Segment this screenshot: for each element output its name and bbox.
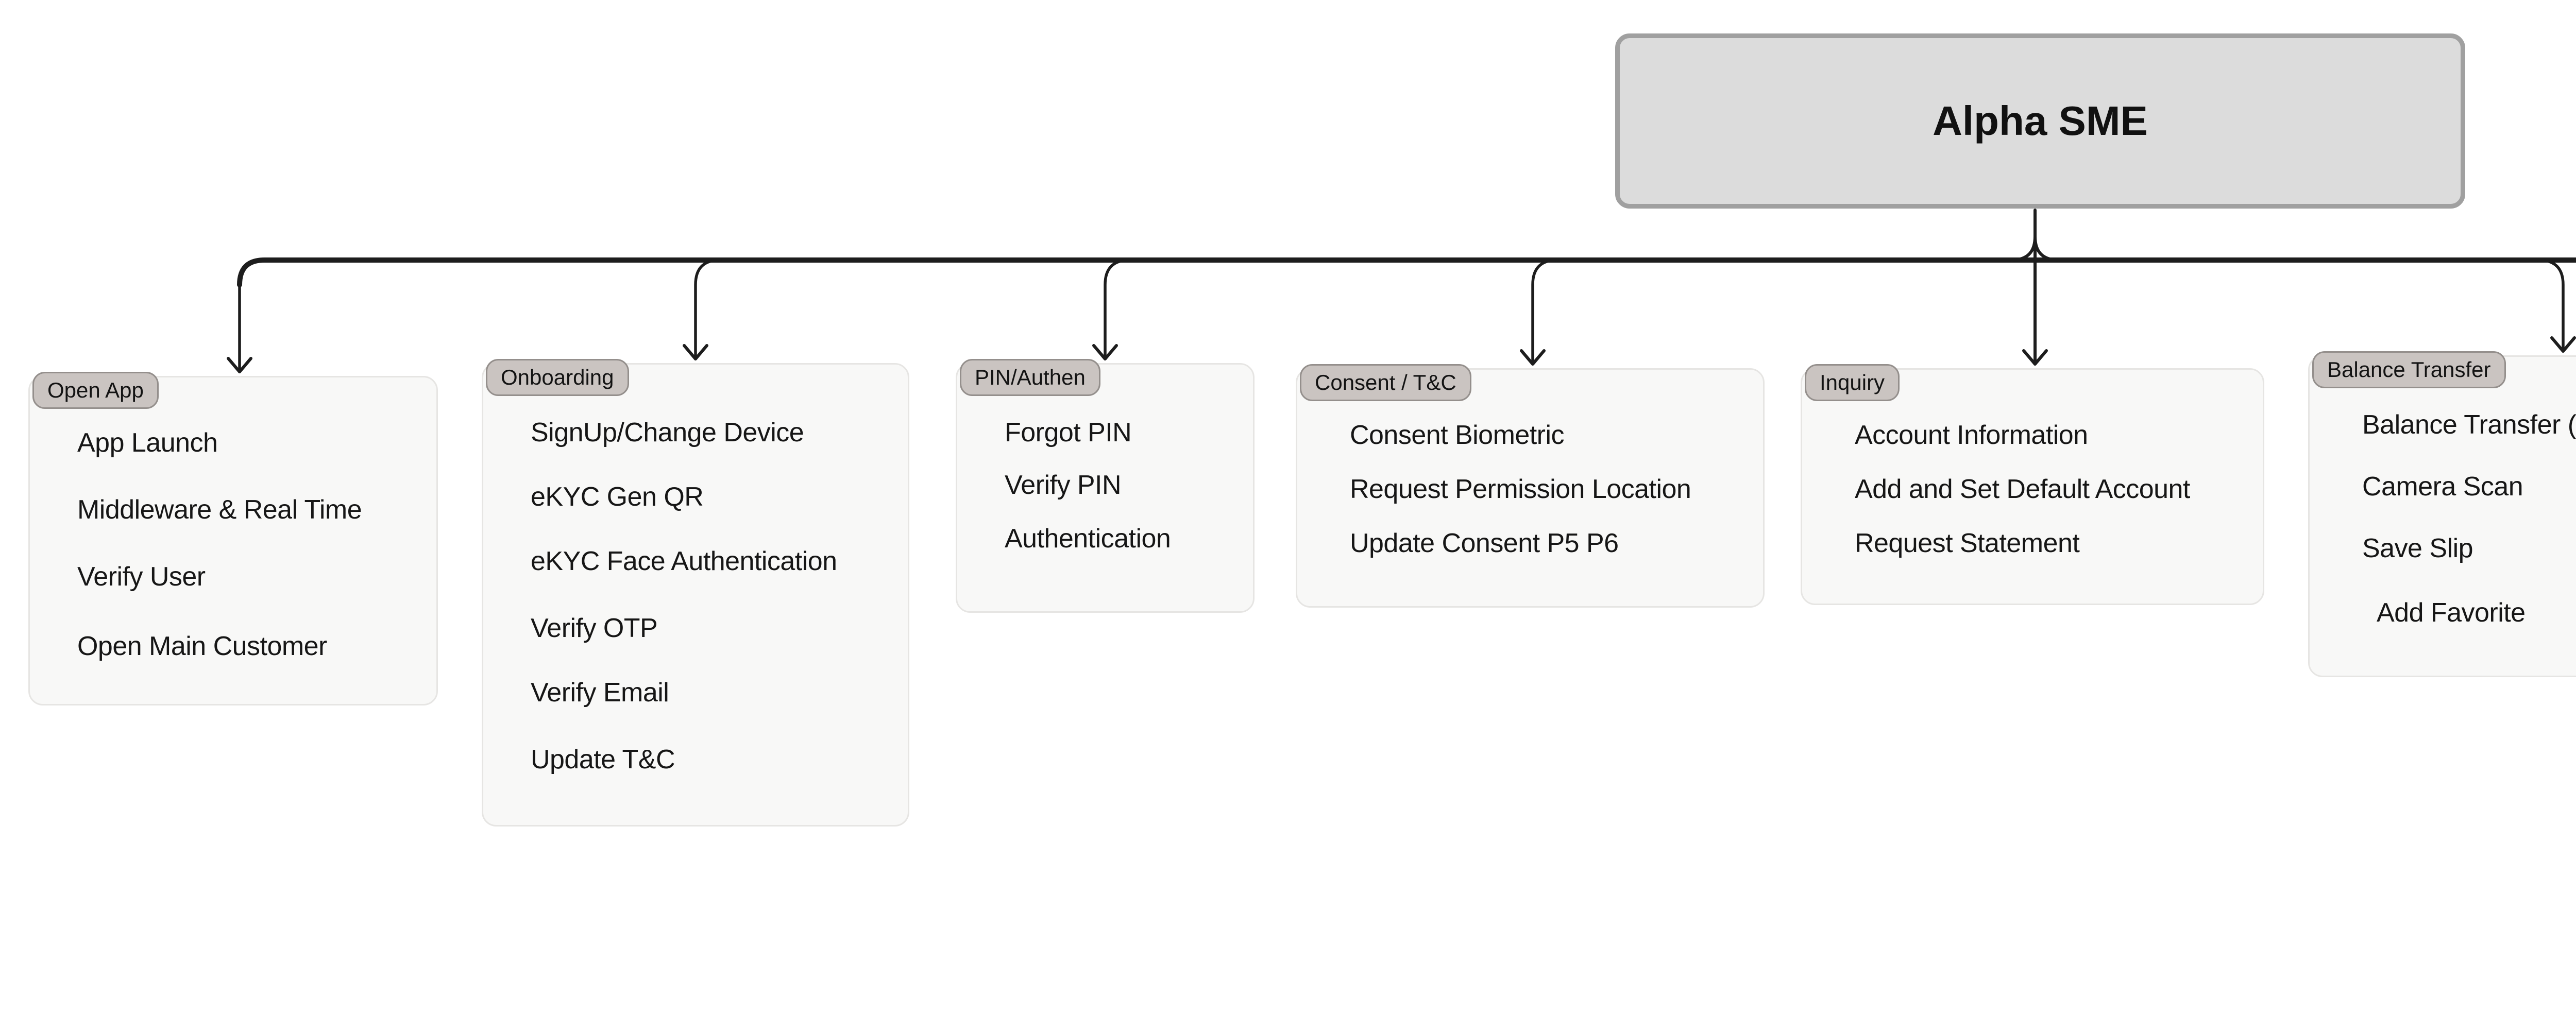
group-item: eKYC Gen QR: [531, 482, 704, 512]
group-label-pill: Consent / T&C: [1300, 364, 1471, 402]
group-item: Authentication: [1005, 524, 1171, 554]
group-item: eKYC Face Authentication: [531, 546, 837, 576]
group-label-pill: Balance Transfer: [2312, 351, 2506, 389]
group-box-2: [956, 363, 1255, 613]
group-item: Consent Biometric: [1350, 420, 1565, 450]
connector-branch-3: [1531, 259, 1559, 366]
arrowhead-icon: [2022, 349, 2048, 366]
group-box-3: [1296, 368, 1765, 608]
arrowhead-icon: [683, 344, 708, 360]
group-item: Save Slip: [2362, 533, 2473, 563]
connector-stem-flare-right: [2033, 235, 2060, 262]
group-label-pill: PIN/Authen: [960, 359, 1100, 397]
group-item: Verify Email: [531, 678, 669, 708]
group-box-4: [1801, 368, 2264, 605]
group-item: Verify User: [77, 562, 206, 592]
group-item: Update T&C: [531, 745, 675, 774]
group-box-1: [482, 363, 909, 827]
root-node: Alpha SME: [1615, 33, 2465, 209]
root-title: Alpha SME: [1933, 98, 2148, 144]
group-item: Request Permission Location: [1350, 474, 1691, 504]
group-item: Add and Set Default Account: [1855, 474, 2190, 504]
group-item: Account Information: [1855, 420, 2088, 450]
connector-branch-1: [694, 259, 722, 360]
group-label-pill: Onboarding: [486, 359, 629, 397]
group-item: Add Favorite: [2377, 598, 2526, 628]
group-item: Open Main Customer: [77, 631, 327, 661]
group-item: Middleware & Real Time: [77, 495, 362, 525]
group-label-pill: Inquiry: [1805, 364, 1900, 402]
connector-branch-5: [2537, 259, 2565, 353]
connector-branch-2: [1104, 259, 1131, 360]
group-box-5: [2308, 355, 2576, 677]
connector-trunk: [237, 257, 2576, 287]
arrowhead-icon: [2550, 336, 2576, 353]
group-item: Verify OTP: [531, 613, 658, 643]
connector-stem-flare-left: [2010, 235, 2037, 262]
group-item: Camera Scan: [2362, 472, 2523, 502]
group-item: Request Statement: [1855, 528, 2080, 558]
group-label-pill: Open App: [32, 372, 159, 409]
arrowhead-icon: [227, 357, 252, 373]
arrowhead-icon: [1092, 344, 1118, 360]
group-item: Balance Transfer (PP) Split Trans: [2362, 410, 2576, 440]
group-item: App Launch: [77, 428, 218, 458]
group-item: Forgot PIN: [1005, 418, 1132, 447]
group-item: Update Consent P5 P6: [1350, 528, 1619, 558]
arrowhead-icon: [1520, 349, 1546, 366]
group-item: SignUp/Change Device: [531, 418, 804, 447]
group-box-0: [28, 376, 438, 705]
group-item: Verify PIN: [1005, 470, 1122, 500]
